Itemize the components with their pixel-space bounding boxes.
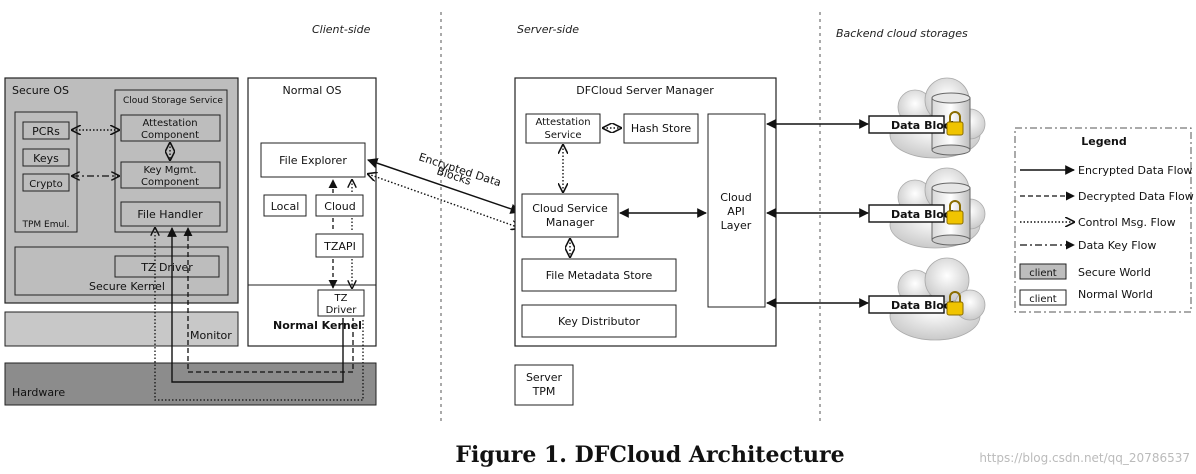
normal-kernel-label: Normal Kernel <box>273 319 362 332</box>
legend-title: Legend <box>1081 135 1127 148</box>
file-explorer-box <box>260 142 366 178</box>
hash-store-label: Hash Store <box>631 122 692 135</box>
api-line1: Cloud <box>720 191 751 204</box>
lock-icon <box>946 291 964 316</box>
crypto-label: Crypto <box>29 179 62 190</box>
csm-line2: Manager <box>546 216 595 229</box>
key-distributor-label: Key Distributor <box>558 315 641 328</box>
api-line2: API <box>727 205 744 218</box>
monitor-label: Monitor <box>190 329 232 342</box>
cloud-storage-2: Data Block <box>868 167 986 249</box>
cloud-storage-3: Data Block <box>868 257 986 341</box>
csm-line1: Cloud Service <box>532 202 608 215</box>
cloud-service-manager-box <box>521 193 619 238</box>
tz-driver-normal-line1: TZ <box>334 293 348 304</box>
key-mgmt-line1: Key Mgmt. <box>143 165 196 176</box>
cloud-label: Cloud <box>324 200 355 213</box>
keys-box <box>22 148 70 167</box>
hardware-box <box>4 362 377 406</box>
tzapi-box <box>315 233 364 258</box>
secure-kernel-label: Secure Kernel <box>89 280 165 293</box>
local-label: Local <box>271 200 300 213</box>
attestation-component-box <box>120 114 221 142</box>
hardware-label: Hardware <box>12 386 65 399</box>
api-line3: Layer <box>721 219 752 232</box>
server-tpm-line1: Server <box>526 371 563 384</box>
attestation-service-line1: Attestation <box>535 117 590 128</box>
monitor-box <box>4 311 239 347</box>
legend-decrypted-label: Decrypted Data Flow <box>1078 190 1194 203</box>
server-manager-title: DFCloud Server Manager <box>576 84 714 97</box>
key-mgmt-component-box <box>120 161 221 189</box>
file-handler-box <box>120 201 221 227</box>
data-block-label: Data Block <box>891 208 958 221</box>
watermark: https://blog.csdn.net/qq_20786537 <box>979 451 1190 465</box>
control-flow-to-server <box>368 174 520 228</box>
figure-caption: Figure 1. DFCloud Architecture <box>455 442 844 468</box>
pcrs-label: PCRs <box>32 125 60 138</box>
file-handler-label: File Handler <box>137 208 203 221</box>
attestation-service-line2: Service <box>545 130 582 141</box>
backend-label: Backend cloud storages <box>836 27 968 40</box>
legend-encrypted-label: Encrypted Data Flow <box>1078 164 1192 177</box>
attestation-component-line2: Component <box>141 130 199 141</box>
tz-driver-secure-box <box>114 255 220 278</box>
server-side-label: Server-side <box>517 23 579 36</box>
cross-world-control-flow <box>155 228 364 401</box>
tz-driver-secure-label: TZ Driver <box>140 261 193 274</box>
legend-datakey-label: Data Key Flow <box>1078 239 1156 252</box>
local-box <box>263 194 307 217</box>
client-side-label: Client-side <box>312 23 371 36</box>
cloud-storage-1: Data Block <box>868 77 986 159</box>
legend-box <box>1014 127 1192 313</box>
normal-os-title: Normal OS <box>283 84 342 97</box>
cloud-box <box>315 194 364 217</box>
legend-secure-swatch-label: client <box>1029 268 1057 279</box>
keys-label: Keys <box>33 152 59 165</box>
legend-secure-swatch <box>1019 263 1067 280</box>
lock-icon <box>946 111 964 136</box>
cloud-api-layer-box <box>707 113 766 308</box>
cross-world-encrypted-flow <box>167 227 344 383</box>
crypto-box <box>22 173 70 192</box>
cross-world-decrypted-flow <box>183 227 354 373</box>
tpm-emul-label: TPM Emul. <box>21 220 69 230</box>
legend-secure-label: Secure World <box>1078 266 1151 279</box>
legend-normal-label: Normal World <box>1078 288 1153 301</box>
data-block-box <box>868 295 945 314</box>
server-tpm-line2: TPM <box>532 385 556 398</box>
cloud-storage-service-title: Cloud Storage Service <box>123 96 223 106</box>
attestation-component-line1: Attestation <box>142 118 197 129</box>
lock-icon <box>946 200 964 225</box>
tzapi-label: TZAPI <box>323 240 356 253</box>
key-distributor-box <box>521 304 677 338</box>
legend-normal-swatch <box>1019 289 1067 306</box>
legend-control-label: Control Msg. Flow <box>1078 216 1176 229</box>
data-block-box <box>868 204 945 223</box>
legend-normal-swatch-label: client <box>1029 294 1057 305</box>
data-block-box <box>868 115 945 134</box>
tz-driver-normal-box <box>317 289 365 317</box>
file-metadata-store-label: File Metadata Store <box>546 269 653 282</box>
hash-store-box <box>623 113 699 144</box>
data-block-label: Data Block <box>891 119 958 132</box>
tz-driver-normal-line2: Driver <box>326 305 358 316</box>
key-mgmt-line2: Component <box>141 177 199 188</box>
attestation-service-box <box>525 113 601 144</box>
file-explorer-label: File Explorer <box>279 154 347 167</box>
file-metadata-store-box <box>521 258 677 292</box>
server-tpm-box <box>514 364 574 406</box>
data-block-label: Data Block <box>891 299 958 312</box>
pcrs-box <box>22 121 70 140</box>
secure-os-title: Secure OS <box>12 84 69 97</box>
